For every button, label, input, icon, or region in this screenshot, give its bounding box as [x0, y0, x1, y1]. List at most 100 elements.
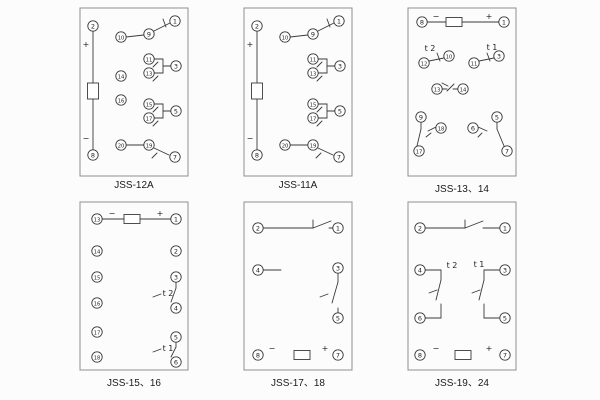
- terminal-18: [435, 122, 447, 134]
- terminal-number: 19: [146, 143, 153, 149]
- terminal-9: [143, 28, 155, 40]
- wire: [152, 120, 159, 127]
- wire: [477, 132, 483, 138]
- wire: [486, 52, 491, 62]
- terminal-number: 11: [310, 57, 317, 63]
- terminal-15: [143, 98, 155, 110]
- terminal-number: 20: [118, 143, 125, 149]
- terminal-number: 2: [256, 224, 260, 232]
- terminal-number: 15: [146, 102, 153, 108]
- terminal-2: [251, 20, 263, 32]
- terminal-9: [307, 28, 319, 40]
- terminal-number: 7: [337, 153, 341, 161]
- terminal-number: 4: [418, 266, 422, 274]
- terminal-number: 7: [173, 153, 177, 161]
- wire: [316, 61, 323, 68]
- wire: [170, 346, 177, 358]
- terminal-number: 5: [503, 314, 507, 322]
- wire: [326, 18, 331, 28]
- wire: [319, 293, 329, 298]
- plus-sign: +: [157, 209, 164, 218]
- terminal-number: 13: [434, 87, 441, 93]
- terminal-number: 14: [118, 74, 125, 80]
- terminal-number: 8: [255, 151, 259, 159]
- plus-sign: +: [486, 344, 493, 353]
- coil: [251, 82, 263, 100]
- terminal-number: 3: [336, 264, 340, 272]
- terminal-number: 2: [174, 247, 178, 255]
- terminal-7: [332, 349, 344, 361]
- terminal-number: 9: [419, 113, 423, 121]
- terminal-number: 1: [336, 224, 340, 232]
- wire: [436, 52, 441, 62]
- wire: [478, 279, 485, 301]
- terminal-15: [91, 271, 103, 283]
- terminal-4: [170, 302, 182, 314]
- panel-caption-jss-12a: JSS-12A: [114, 180, 154, 191]
- terminal-3: [334, 60, 346, 72]
- terminal-number: 4: [256, 266, 260, 274]
- wire: [151, 152, 158, 159]
- terminal-5: [499, 312, 511, 324]
- panel-caption-jss-19-24: JSS-19、24: [435, 378, 489, 389]
- terminal-number: 17: [146, 116, 153, 122]
- t1-label: t 1: [163, 344, 174, 353]
- terminal-17: [143, 112, 155, 124]
- terminal-number: 12: [421, 61, 428, 67]
- terminal-5: [170, 331, 182, 343]
- terminal-8: [251, 149, 263, 161]
- terminal-number: 9: [311, 30, 315, 38]
- terminal-19: [307, 139, 319, 151]
- terminal-number: 2: [418, 224, 422, 232]
- terminal-number: 14: [94, 249, 101, 255]
- wire: [416, 128, 422, 147]
- panel-border: [243, 201, 353, 371]
- wire: [162, 18, 167, 28]
- terminal-7: [169, 151, 181, 163]
- coil: [87, 82, 99, 100]
- terminal-number: 1: [502, 18, 506, 26]
- terminal-5: [491, 111, 503, 123]
- terminal-2: [414, 222, 426, 234]
- terminal-1: [333, 15, 345, 27]
- terminal-number: 14: [460, 87, 467, 93]
- minus-sign: −: [433, 12, 440, 21]
- wire: [331, 281, 339, 304]
- terminal-18: [91, 351, 103, 363]
- terminal-17: [307, 112, 319, 124]
- coil: [445, 17, 463, 27]
- panel-border: [407, 201, 517, 371]
- terminal-1: [169, 15, 181, 27]
- terminal-5: [332, 312, 344, 324]
- terminal-11: [143, 53, 155, 65]
- terminal-10: [279, 31, 291, 43]
- terminal-3: [499, 264, 511, 276]
- terminal-number: 20: [282, 143, 289, 149]
- terminal-number: 17: [94, 330, 101, 336]
- terminal-16: [91, 297, 103, 309]
- terminal-number: 3: [338, 62, 342, 70]
- terminal-number: 3: [174, 62, 178, 70]
- terminal-6: [170, 356, 182, 368]
- minus-sign: −: [83, 134, 90, 143]
- wire: [316, 75, 323, 82]
- terminal-number: 13: [146, 71, 153, 77]
- panel-caption-jss-13-14: JSS-13、14: [435, 184, 489, 195]
- terminal-6: [467, 122, 479, 134]
- terminal-number: 9: [147, 30, 151, 38]
- terminal-1: [498, 16, 510, 28]
- wire: [441, 82, 449, 87]
- wire: [316, 120, 323, 127]
- wire: [125, 34, 145, 38]
- terminal-number: 7: [336, 351, 340, 359]
- terminal-number: 5: [174, 333, 178, 341]
- plus-sign: +: [486, 12, 493, 21]
- panel-caption-jss-15-16: JSS-15、16: [107, 378, 161, 389]
- terminal-13: [91, 213, 103, 225]
- terminal-15: [307, 98, 319, 110]
- terminal-11: [307, 53, 319, 65]
